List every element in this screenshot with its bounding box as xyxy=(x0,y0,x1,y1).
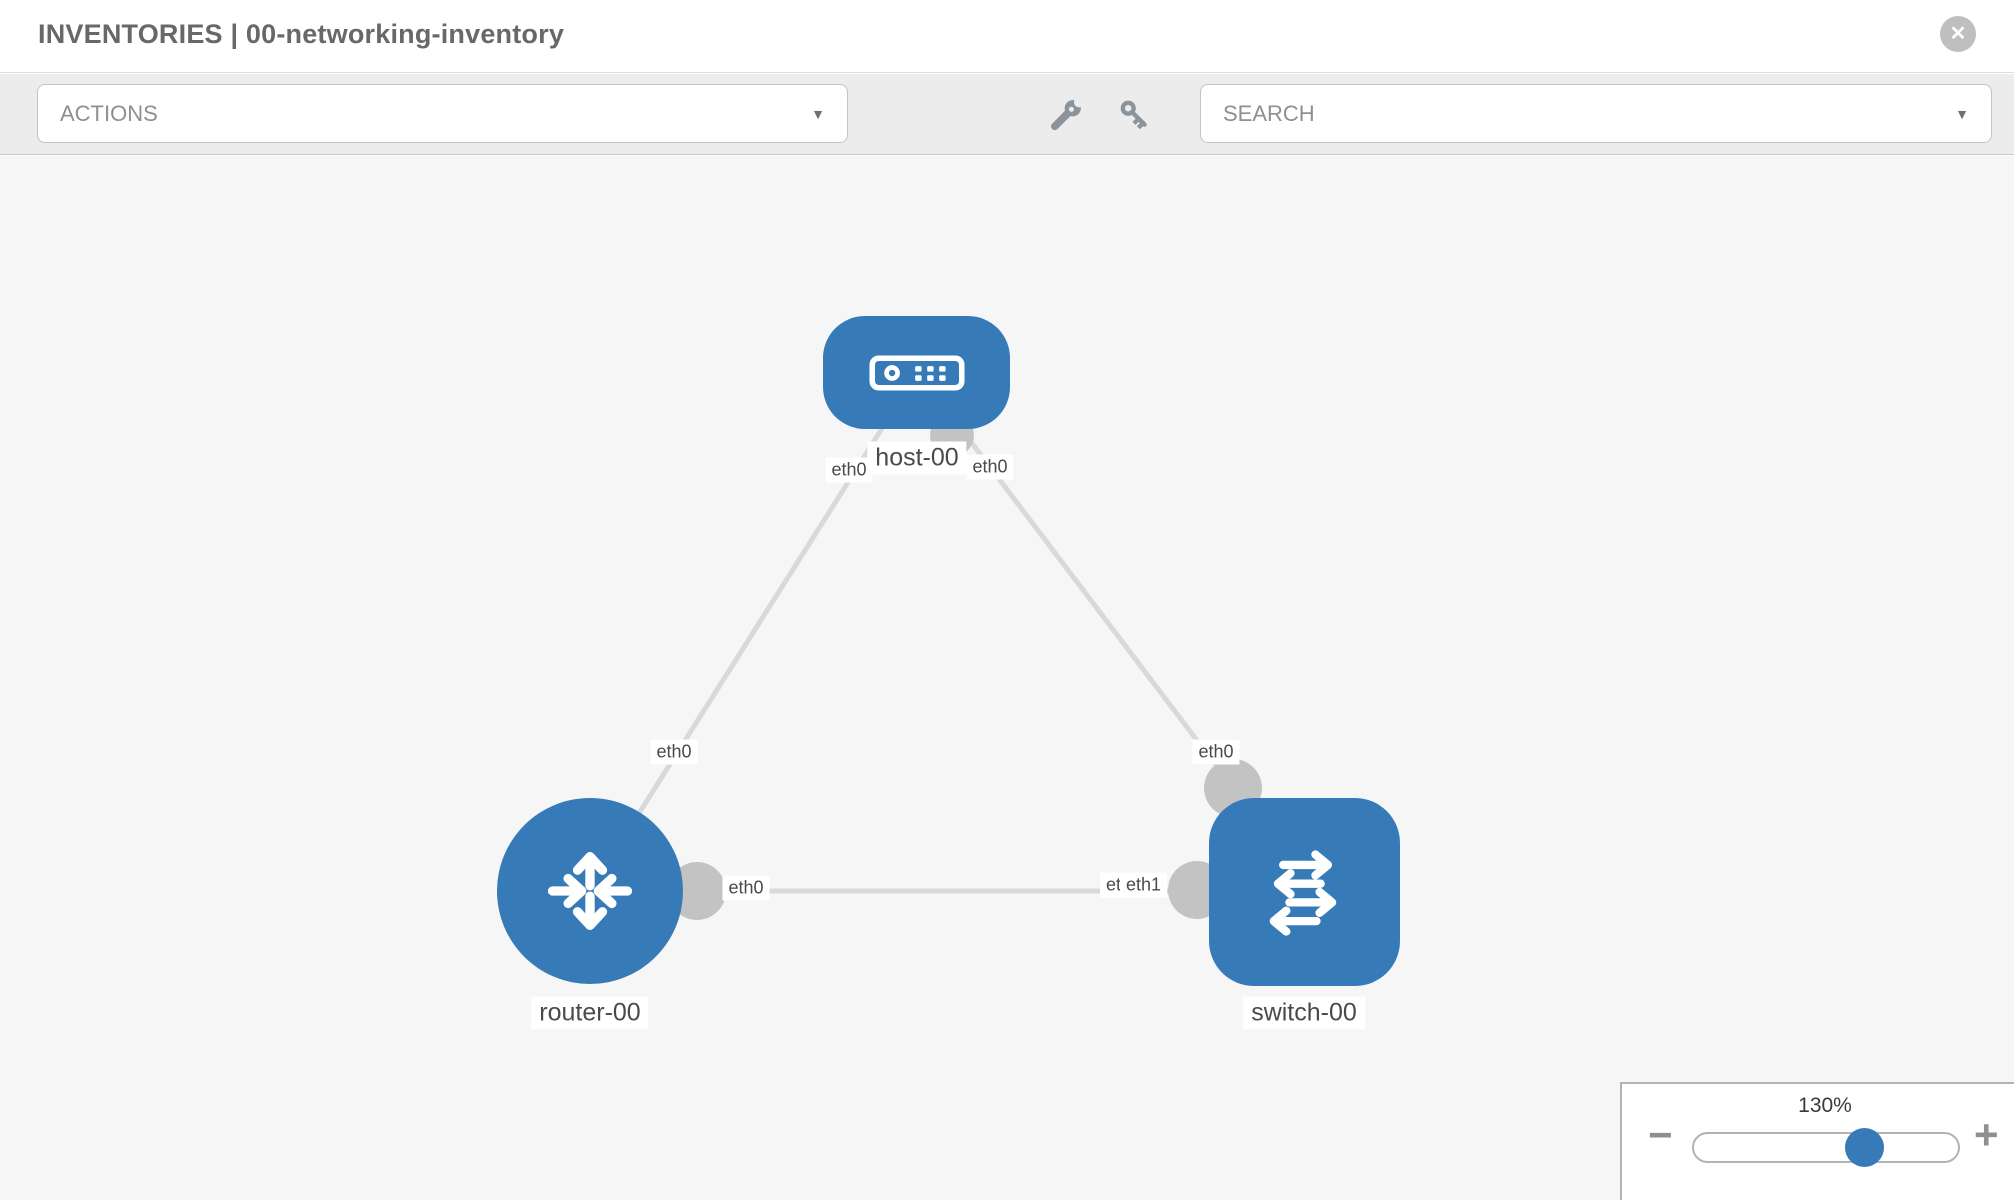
interface-label-router-eth0: eth0 xyxy=(722,875,770,901)
node-host-00[interactable] xyxy=(823,316,1010,429)
search-input[interactable]: SEARCH ▼ xyxy=(1200,84,1992,143)
chevron-down-icon: ▼ xyxy=(1955,105,1969,122)
router-icon xyxy=(547,852,633,930)
close-icon: ✕ xyxy=(1949,23,1967,45)
chevron-down-icon: ▼ xyxy=(811,105,825,122)
zoom-in-button[interactable]: + xyxy=(1974,1114,1999,1156)
close-button[interactable]: ✕ xyxy=(1940,16,1976,52)
zoom-slider[interactable] xyxy=(1692,1132,1960,1163)
zoom-slider-handle[interactable] xyxy=(1845,1128,1884,1167)
node-switch-00[interactable] xyxy=(1209,798,1400,986)
toolbar: ACTIONS ▼ SEARCH ▼ xyxy=(0,74,2014,155)
key-button[interactable] xyxy=(1117,97,1153,133)
wrench-icon xyxy=(1051,97,1084,131)
interface-label-switch-eth0-up: eth0 xyxy=(1192,739,1240,765)
interface-label-host-eth0-left: eth0 xyxy=(825,457,873,483)
topology-canvas[interactable] xyxy=(0,156,2014,1200)
page-title: INVENTORIES | 00-networking-inventory xyxy=(38,19,565,49)
header: INVENTORIES | 00-networking-inventory ✕ xyxy=(0,0,2014,73)
zoom-out-button[interactable]: − xyxy=(1648,1114,1673,1156)
zoom-panel: 130% − + xyxy=(1620,1082,2014,1200)
plus-icon: + xyxy=(1974,1111,1999,1158)
actions-dropdown[interactable]: ACTIONS ▼ xyxy=(37,84,848,143)
port-router-eth0[interactable] xyxy=(668,862,726,920)
node-label-switch-00: switch-00 xyxy=(1243,996,1365,1030)
node-label-router-00: router-00 xyxy=(531,996,649,1030)
actions-dropdown-label: ACTIONS xyxy=(60,100,158,126)
minus-icon: − xyxy=(1648,1111,1673,1158)
wrench-button[interactable] xyxy=(1048,97,1084,133)
node-label-host-00: host-00 xyxy=(867,441,967,475)
switch-icon xyxy=(1269,850,1337,936)
node-router-00[interactable] xyxy=(497,798,683,984)
interface-label-host-eth0-right: eth0 xyxy=(966,454,1014,480)
key-icon xyxy=(1120,100,1147,130)
search-placeholder: SEARCH xyxy=(1223,100,1315,126)
interface-label-switch-eth1: eth1 xyxy=(1120,872,1168,898)
topology-graph xyxy=(497,316,1400,986)
ports-layer xyxy=(668,413,1262,920)
interface-label-router-eth0-up: eth0 xyxy=(650,739,698,765)
zoom-value: 130% xyxy=(1798,1094,1852,1117)
host-icon xyxy=(869,355,965,391)
